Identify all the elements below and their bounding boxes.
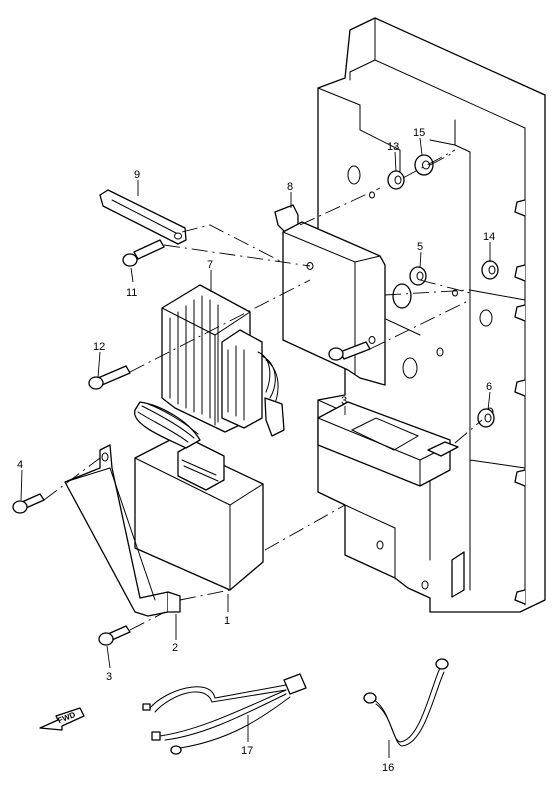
callout-3-bolt: 3 <box>106 671 112 683</box>
callout-9: 9 <box>134 169 140 181</box>
callout-6: 6 <box>486 381 492 393</box>
cover-3 <box>317 401 459 487</box>
strap-9 <box>99 189 187 245</box>
callout-5: 5 <box>417 241 423 253</box>
callout-17: 17 <box>241 745 253 757</box>
callouts: 9 8 7 11 12 4 3 2 1 3 5 13 15 14 6 16 17 <box>17 127 495 774</box>
control-unit-1 <box>134 401 264 591</box>
callout-4: 4 <box>17 459 23 471</box>
callout-14: 14 <box>483 231 495 243</box>
ground-lead-16 <box>363 658 449 747</box>
assembly-lines <box>43 149 483 631</box>
callout-12: 12 <box>93 341 105 353</box>
regulator-7 <box>161 284 285 437</box>
callout-13: 13 <box>387 141 399 153</box>
leader-lines <box>20 137 491 758</box>
callout-3-cover: 3 <box>341 395 347 407</box>
callout-2: 2 <box>172 642 178 654</box>
callout-11: 11 <box>126 287 137 299</box>
callout-8: 8 <box>287 181 293 193</box>
forward-direction-arrow: FWD <box>39 707 85 731</box>
callout-16: 16 <box>382 762 394 774</box>
fasteners <box>12 154 499 646</box>
harness-17 <box>142 673 307 755</box>
callout-7: 7 <box>207 259 213 271</box>
bracket-2 <box>64 444 181 617</box>
callout-1: 1 <box>224 615 230 627</box>
callout-15: 15 <box>413 127 425 139</box>
